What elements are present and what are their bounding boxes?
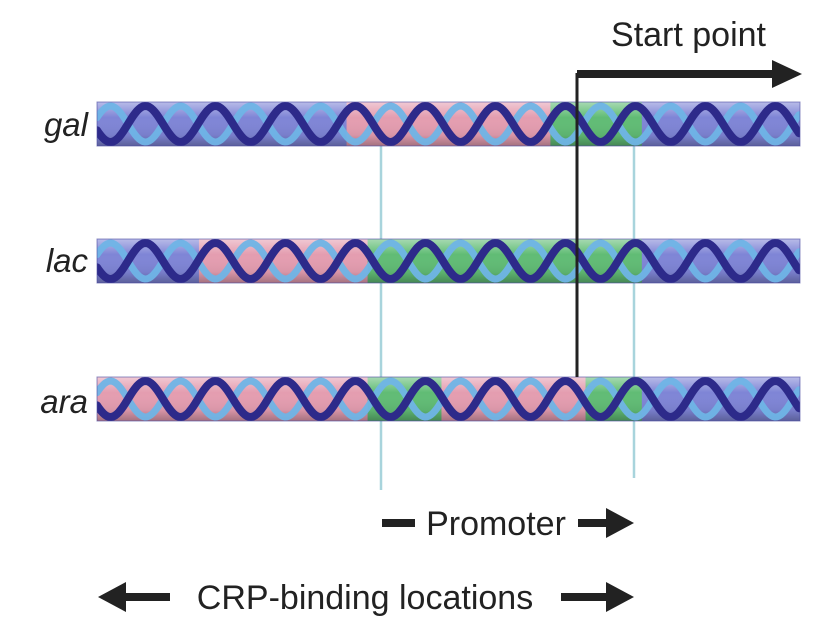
promoter-range-arrow-icon [606,508,634,538]
crp-range-right-arrow-icon [606,582,634,612]
start-point-marker [575,60,802,377]
promoter-range-left-bar [382,519,415,527]
dna-strand-dark [97,239,800,283]
dna-strand-dark [97,377,800,421]
dna-rod-outline [96,376,801,422]
dna-helix [97,102,800,146]
gene-label-lac: lac [46,242,89,279]
dna-helix [97,377,800,421]
gene-label-ara: ara [40,383,88,420]
dna-row-ara [96,376,801,422]
dna-rod-outline [96,101,801,147]
crp-range-left-arrow-icon [98,582,126,612]
crp-range-label: CRP-binding locations [197,579,533,617]
dna-row-gal [96,101,801,147]
dna-row-lac [96,238,801,284]
dna-rod-outline [96,238,801,284]
start-point-label: Start point [611,16,767,54]
dna-strand-light [97,239,800,283]
crp-range-right-bar [561,593,609,601]
start-point-arrow-head-icon [772,60,802,88]
dna-helix [97,239,800,283]
promoter-range-label: Promoter [426,505,566,543]
promoter-range-right-bar [578,519,610,527]
crp-range [98,582,634,612]
dna-strand-light [97,102,800,146]
dna-strand-light [97,377,800,421]
dna-strand-dark [97,102,800,146]
gene-label-gal: gal [44,106,90,143]
crp-range-left-bar [124,593,170,601]
promoter-range [382,508,634,538]
